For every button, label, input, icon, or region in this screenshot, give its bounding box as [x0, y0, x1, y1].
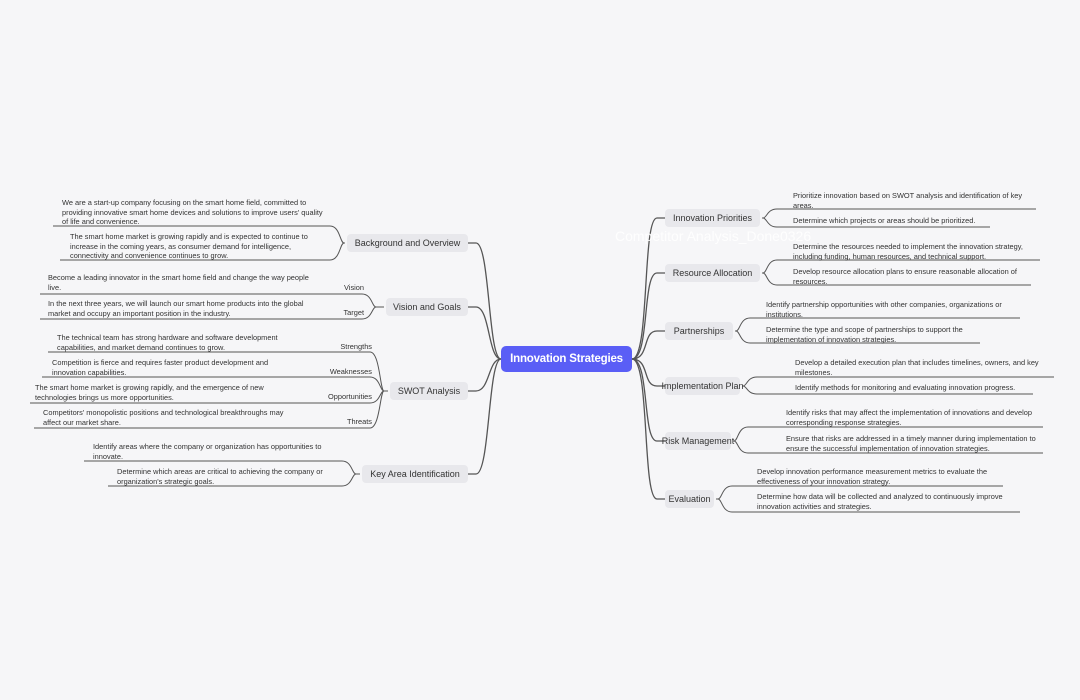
- branch-partnerships[interactable]: Partnerships: [665, 322, 733, 340]
- leaf-underline: [742, 385, 1033, 395]
- watermark: Competitor Analysis_Done0326: [615, 228, 812, 244]
- leaf-text: Determine the type and scope of partners…: [766, 325, 963, 344]
- leaf-underline: [735, 317, 1020, 332]
- leaf-underline: [42, 376, 385, 392]
- leaf-text: Determine which areas are critical to ac…: [117, 467, 323, 486]
- leaf-underline: [733, 440, 1043, 454]
- branch-key-area-identification[interactable]: Key Area Identification: [362, 465, 468, 483]
- leaf-text: We are a start-up company focusing on th…: [62, 198, 323, 226]
- branch-connector: [631, 358, 665, 442]
- branch-implementation-plan[interactable]: Implementation Plan: [661, 377, 744, 395]
- leaf-tag-target: Target: [343, 308, 364, 317]
- leaf-underline: [735, 330, 980, 344]
- central-topic-innovation-strategies[interactable]: Innovation Strategies: [501, 346, 632, 372]
- branch-connector: [631, 330, 665, 360]
- leaf-text: Develop a detailed execution plan that i…: [795, 358, 1039, 377]
- branch-risk-management[interactable]: Risk Management: [662, 432, 734, 450]
- leaf-underline: [48, 351, 385, 392]
- leaf-text: The smart home market is growing rapidly…: [70, 232, 308, 260]
- branch-innovation-priorities[interactable]: Innovation Priorities: [665, 209, 760, 227]
- branch-vision-and-goals[interactable]: Vision and Goals: [386, 298, 468, 316]
- leaf-underline: [34, 390, 385, 429]
- leaf-underline: [717, 485, 1003, 500]
- branch-connector: [631, 358, 665, 500]
- leaf-text: Prioritize innovation based on SWOT anal…: [793, 191, 1023, 210]
- branch-connector: [468, 358, 502, 392]
- branch-connector: [468, 306, 502, 360]
- leaf-underline: [53, 225, 345, 244]
- leaf-text: Competitors' monopolistic positions and …: [43, 408, 284, 427]
- leaf-underline: [762, 272, 1031, 286]
- branch-connector: [631, 358, 665, 387]
- leaf-underline: [733, 426, 1043, 442]
- branch-connector: [631, 217, 665, 360]
- leaf-text: The technical team has strong hardware a…: [57, 333, 278, 352]
- leaf-text: The smart home market is growing rapidly…: [35, 383, 264, 402]
- leaf-text: In the next three years, we will launch …: [48, 299, 304, 318]
- branch-evaluation[interactable]: Evaluation: [665, 490, 714, 508]
- leaf-text: Identify areas where the company or orga…: [93, 442, 322, 461]
- leaf-text: Develop innovation performance measureme…: [757, 467, 988, 486]
- branch-connector: [468, 358, 502, 475]
- leaf-tag-opportunities: Opportunities: [328, 392, 372, 401]
- branch-connector: [631, 272, 665, 360]
- leaf-text: Determine how data will be collected and…: [757, 492, 1003, 511]
- leaf-underline: [717, 498, 1020, 513]
- leaf-underline: [762, 208, 1036, 219]
- leaf-tag-vision: Vision: [344, 283, 364, 292]
- branch-connector: [468, 242, 502, 360]
- leaf-text: Determine the resources needed to implem…: [793, 242, 1023, 261]
- leaf-underline: [30, 390, 385, 404]
- leaf-text: Become a leading innovator in the smart …: [48, 273, 309, 292]
- leaf-text: Develop resource allocation plans to ens…: [793, 267, 1017, 286]
- leaf-text: Identify methods for monitoring and eval…: [795, 383, 1016, 392]
- leaf-underline: [108, 473, 357, 487]
- branch-background-and-overview[interactable]: Background and Overview: [347, 234, 468, 252]
- leaf-underline: [742, 376, 1054, 387]
- leaf-text: Identify partnership opportunities with …: [766, 300, 1002, 319]
- leaf-text: Identify risks that may affect the imple…: [786, 408, 1032, 427]
- leaf-underline: [40, 306, 377, 320]
- leaf-underline: [84, 460, 357, 475]
- leaf-tag-weaknesses: Weaknesses: [329, 367, 372, 376]
- leaf-underline: [40, 293, 377, 308]
- leaf-tag-strengths: Strengths: [340, 342, 372, 351]
- branch-swot-analysis[interactable]: SWOT Analysis: [390, 382, 468, 400]
- leaf-text: Competition is fierce and requires faste…: [52, 358, 269, 377]
- leaf-underline: [762, 259, 1040, 274]
- branch-resource-allocation[interactable]: Resource Allocation: [665, 264, 760, 282]
- leaf-text: Determine which projects or areas should…: [793, 216, 976, 225]
- leaf-text: Ensure that risks are addressed in a tim…: [786, 434, 1036, 453]
- leaf-underline: [762, 217, 990, 228]
- leaf-tag-threats: Threats: [346, 417, 372, 426]
- leaf-underline: [60, 242, 345, 261]
